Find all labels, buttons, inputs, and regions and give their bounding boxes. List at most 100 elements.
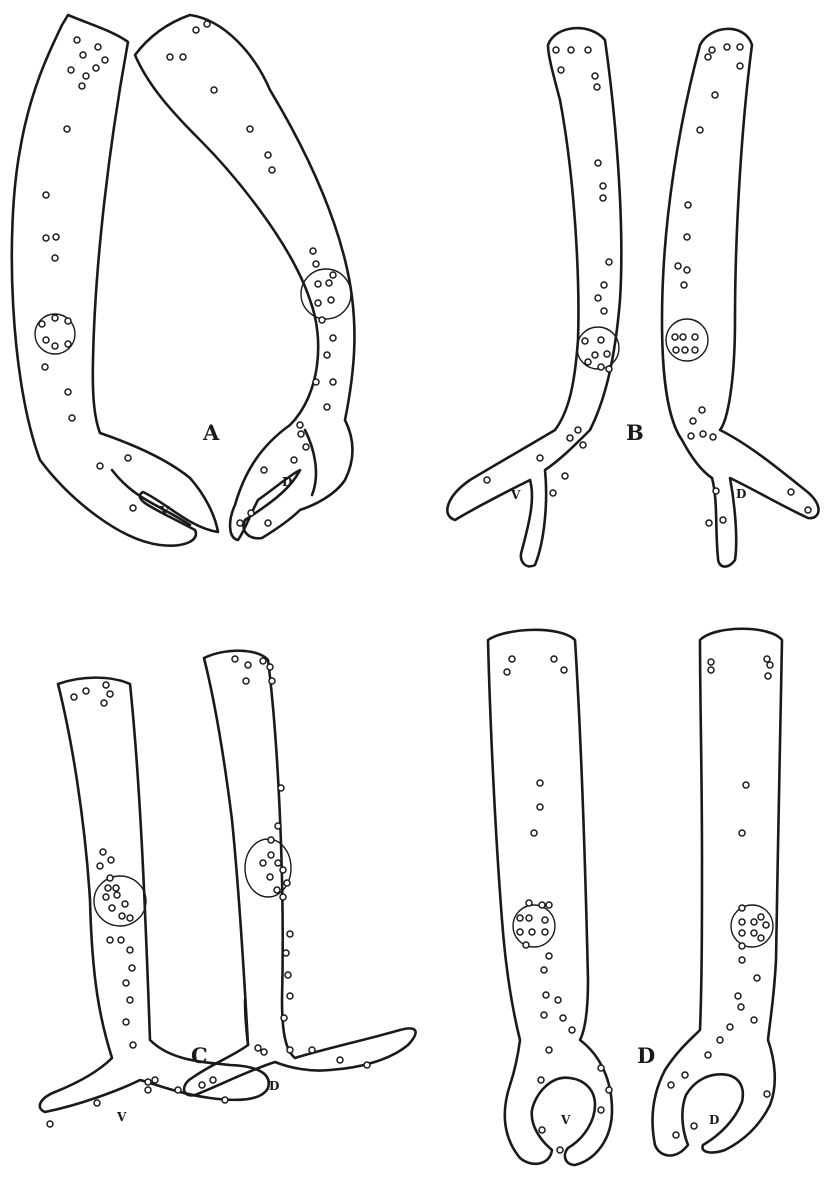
granule-dot: [546, 953, 552, 959]
granule-dot: [542, 929, 548, 935]
granule-dot: [739, 905, 745, 911]
granule-dot: [751, 930, 757, 936]
panel-d: D V D: [488, 629, 782, 1165]
granule-dot: [542, 917, 548, 923]
granule-dot: [65, 318, 71, 324]
granule-dot: [211, 87, 217, 93]
granule-dot: [52, 315, 58, 321]
granule-dot: [97, 863, 103, 869]
granule-dot: [364, 1062, 370, 1068]
granule-dot: [247, 126, 253, 132]
granule-dot: [127, 947, 133, 953]
granule-dot: [101, 700, 107, 706]
granule-dot: [114, 892, 120, 898]
granule-dot: [526, 915, 532, 921]
granule-dot: [232, 656, 238, 662]
granule-dot: [601, 282, 607, 288]
granule-dot: [585, 47, 591, 53]
granule-dot: [287, 1047, 293, 1053]
granule-dot: [560, 1015, 566, 1021]
panel-d-label: D: [637, 1043, 655, 1068]
granule-dot: [594, 84, 600, 90]
granule-dot: [767, 662, 773, 668]
granule-dot: [278, 785, 284, 791]
granule-dot: [123, 980, 129, 986]
granule-dot: [517, 929, 523, 935]
granule-dot: [222, 1097, 228, 1103]
granule-dot: [245, 662, 251, 668]
granule-dot: [65, 341, 71, 347]
granule-dot: [531, 830, 537, 836]
granule-dot: [724, 44, 730, 50]
panel-a-d-label: D: [282, 475, 292, 489]
granule-dot: [684, 267, 690, 273]
granule-dot: [53, 234, 59, 240]
granule-dot: [267, 874, 273, 880]
granule-dot: [83, 688, 89, 694]
granule-dot: [720, 517, 726, 523]
granule-dot: [285, 972, 291, 978]
granule-dot: [237, 520, 243, 526]
granule-dot: [269, 678, 275, 684]
granule-dot: [754, 975, 760, 981]
granule-dot: [319, 317, 325, 323]
granule-dot: [313, 379, 319, 385]
granule-dot: [550, 490, 556, 496]
granule-dot: [43, 235, 49, 241]
granule-dot: [595, 160, 601, 166]
granule-dot: [685, 202, 691, 208]
granule-dot: [193, 27, 199, 33]
granule-dot: [504, 669, 510, 675]
granule-dot: [261, 1049, 267, 1055]
granule-dot: [705, 1052, 711, 1058]
granule-dot: [328, 297, 334, 303]
granule-dot: [561, 667, 567, 673]
granule-dot: [598, 337, 604, 343]
panel-c-v-label: V: [116, 1110, 127, 1124]
panel-d-right-cell-outline: [652, 629, 782, 1156]
granule-dot: [737, 63, 743, 69]
granule-dot: [274, 887, 280, 893]
granule-dot: [758, 935, 764, 941]
granule-dot: [606, 366, 612, 372]
granule-dot: [199, 1082, 205, 1088]
granule-dot: [537, 780, 543, 786]
granule-dot: [691, 1123, 697, 1129]
granule-dot: [94, 1100, 100, 1106]
granule-dot: [738, 1004, 744, 1010]
granule-dot: [298, 431, 304, 437]
granule-dot: [592, 73, 598, 79]
granule-dot: [692, 334, 698, 340]
granule-dot: [717, 1037, 723, 1043]
granule-dot: [743, 782, 749, 788]
granule-dot: [543, 992, 549, 998]
granule-dot: [127, 915, 133, 921]
granule-dot: [123, 1019, 129, 1025]
granule-dot: [113, 885, 119, 891]
granule-dot: [310, 248, 316, 254]
granule-dot: [324, 352, 330, 358]
granule-dot: [672, 334, 678, 340]
granule-dot: [243, 678, 249, 684]
granule-dot: [558, 67, 564, 73]
granule-dot: [130, 505, 136, 511]
granule-dot: [145, 1079, 151, 1085]
granule-dot: [537, 455, 543, 461]
granule-dot: [600, 183, 606, 189]
granule-dot: [65, 389, 71, 395]
granule-dot: [585, 359, 591, 365]
granule-dot: [688, 433, 694, 439]
granule-dot: [125, 455, 131, 461]
panel-a-left-cell-outline: [12, 15, 218, 546]
panel-b: B V D: [447, 28, 818, 566]
granule-dot: [735, 993, 741, 999]
panel-c-d-label: D: [269, 1079, 279, 1093]
granule-dot: [43, 337, 49, 343]
granule-dot: [751, 1017, 757, 1023]
granule-dot: [598, 1065, 604, 1071]
granule-dot: [600, 195, 606, 201]
granule-dot: [675, 263, 681, 269]
granule-dot: [537, 804, 543, 810]
granule-dot: [538, 1077, 544, 1083]
granule-dot: [553, 47, 559, 53]
